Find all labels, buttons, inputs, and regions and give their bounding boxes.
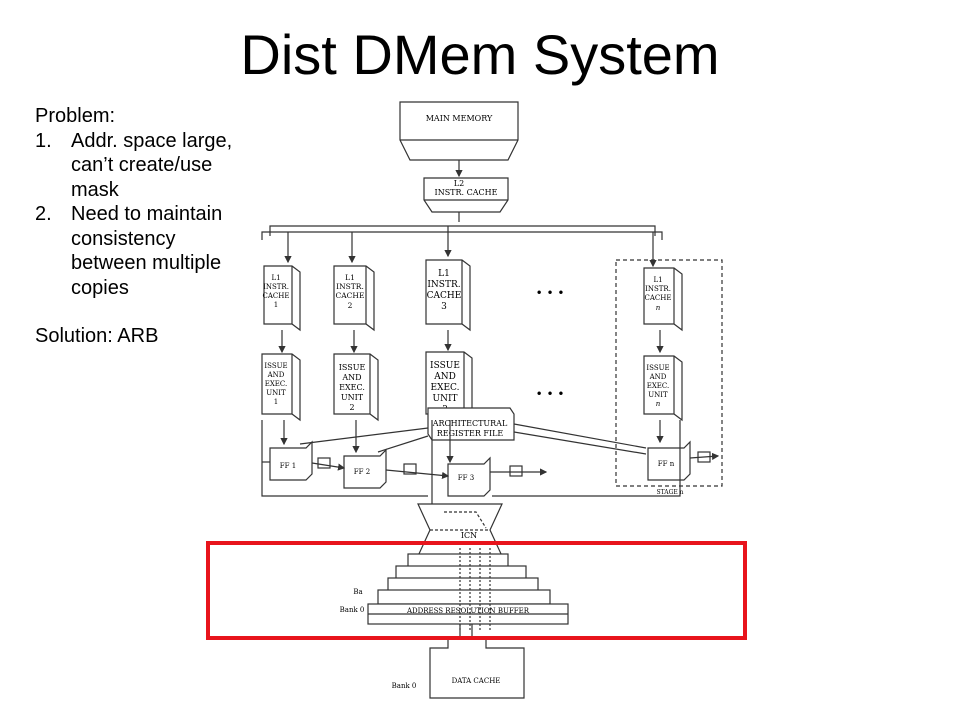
issue-unit-2: ISSUE AND EXEC. UNIT 2 — [333, 353, 379, 422]
issue-unit-1-label: 1 — [274, 398, 278, 406]
l1-cache-3-label: L1 — [438, 269, 450, 279]
problem-line: Need to maintain — [71, 203, 223, 225]
ff-1: FF 1 — [269, 440, 313, 481]
issue-unit-2-label: ISSUE — [339, 363, 366, 372]
register-file-label: REGISTER FILE — [437, 429, 504, 438]
issue-unit-n-label: UNIT — [648, 391, 668, 399]
issue-unit-2-label: EXEC. — [339, 383, 365, 392]
problem-list: 1. Addr. space large, can’t create/use m… — [35, 129, 275, 301]
issue-unit-3-label: EXEC. — [431, 383, 460, 393]
ff-1-label: FF 1 — [280, 462, 296, 470]
l1-cache-2-label: CACHE — [336, 291, 365, 300]
bank-partial-label: Ba — [353, 588, 362, 596]
l1-cache-1-label: CACHE — [263, 292, 290, 300]
stage-n-box — [615, 259, 723, 487]
l1-cache-3-label: INSTR. — [427, 280, 460, 290]
issue-unit-1: ISSUE AND EXEC. UNIT 1 — [261, 353, 301, 422]
issue-unit-n-label: EXEC. — [647, 382, 670, 390]
issue-unit-1-label: ISSUE — [264, 362, 287, 370]
problem-line: mask — [71, 178, 119, 201]
problem-line: copies — [71, 276, 129, 299]
arb-bank-label: Bank 0 — [340, 606, 365, 614]
issue-unit-3-label: ISSUE — [430, 361, 460, 371]
ellipsis-lower: • • • — [536, 387, 565, 401]
problem-line: can’t create/use — [71, 154, 213, 176]
data-cache-label: DATA CACHE — [452, 677, 501, 685]
ff-n-label: FF n — [658, 460, 675, 468]
ff-n: FF n — [647, 440, 691, 481]
problem-item-1: 1. Addr. space large, can’t create/use m… — [35, 129, 275, 203]
register-file-label: ARCHITECTURAL — [432, 419, 508, 428]
l1-cache-2: L1 INSTR. CACHE 2 — [333, 265, 375, 332]
main-memory-block: MAIN MEMORY — [399, 101, 519, 161]
problem-item-2: 2. Need to maintain consistency between … — [35, 202, 275, 300]
l1-cache-1-label: 1 — [274, 301, 278, 309]
data-cache-bank-label: Bank 0 — [392, 682, 417, 690]
l2-instr-cache-block: L2 INSTR. CACHE — [423, 177, 509, 213]
issue-unit-n: ISSUE AND EXEC. UNIT n — [643, 355, 683, 422]
l1-cache-3-label: CACHE — [427, 291, 462, 301]
problem-number: 2. — [35, 203, 52, 225]
stage-n-label: STAGE n — [656, 489, 683, 496]
issue-unit-1-label: UNIT — [266, 389, 286, 397]
ff-3-label: FF 3 — [458, 474, 474, 482]
l1-cache-n-label: CACHE — [645, 294, 672, 302]
issue-unit-3-label: AND — [433, 372, 456, 382]
issue-unit-n-label: ISSUE — [646, 364, 669, 372]
slide-title: Dist DMem System — [240, 23, 720, 86]
issue-unit-2-label: AND — [341, 373, 361, 382]
problem-number: 1. — [35, 129, 52, 152]
l2-label: L2 — [454, 179, 464, 188]
problem-text: Problem: 1. Addr. space large, can’t cre… — [35, 104, 275, 349]
data-cache-block: DATA CACHE Bank 0 — [392, 637, 525, 699]
icn-label: ICN — [461, 531, 477, 540]
problem-line: consistency — [71, 227, 176, 250]
problem-line: Addr. space large, — [71, 129, 233, 152]
arb-block: Ba Bank 0 ADDRESS RESOLUTION BUFFER — [340, 548, 569, 630]
issue-unit-n-label: AND — [649, 373, 667, 381]
ff-2: FF 2 — [343, 448, 387, 489]
ff-3: FF 3 — [447, 456, 491, 497]
arb-highlight-box — [206, 541, 747, 640]
ff-2-label: FF 2 — [354, 468, 370, 476]
issue-unit-1-label: AND — [267, 371, 285, 379]
l1-cache-1-label: L1 — [271, 274, 280, 282]
l1-cache-1-label: INSTR. — [263, 283, 289, 291]
l1-cache-3-label: 3 — [441, 302, 447, 312]
l1-cache-2-label: INSTR. — [336, 282, 364, 291]
l1-cache-1: L1 INSTR. CACHE 1 — [263, 265, 301, 332]
l1-cache-3: L1 INSTR. CACHE 3 — [425, 259, 471, 332]
l1-cache-2-label: L1 — [345, 273, 355, 282]
issue-unit-2-label: 2 — [349, 403, 354, 412]
l1-cache-n: L1 INSTR. CACHE n — [643, 267, 683, 332]
l1-cache-n-label: n — [656, 304, 661, 312]
issue-unit-1-label: EXEC. — [265, 380, 288, 388]
l1-cache-2-label: 2 — [348, 301, 353, 310]
issue-unit-3: ISSUE AND EXEC. UNIT 3 — [425, 351, 473, 422]
solution-text: Solution: ARB — [35, 325, 159, 347]
ellipsis-upper: • • • — [536, 286, 565, 300]
l1-cache-n-label: L1 — [653, 276, 662, 284]
issue-unit-3-label: UNIT — [432, 394, 457, 404]
arb-label: ADDRESS RESOLUTION BUFFER — [406, 607, 530, 615]
main-memory-label: MAIN MEMORY — [426, 114, 493, 123]
issue-unit-2-label: UNIT — [341, 393, 364, 402]
l1-cache-n-label: INSTR. — [645, 285, 671, 293]
issue-unit-n-label: n — [656, 400, 661, 408]
register-file-block: ARCHITECTURAL REGISTER FILE — [427, 407, 515, 441]
problem-label: Problem: — [35, 105, 116, 127]
l2-instr-cache-label: INSTR. CACHE — [435, 188, 498, 197]
problem-line: between multiple — [71, 252, 222, 274]
